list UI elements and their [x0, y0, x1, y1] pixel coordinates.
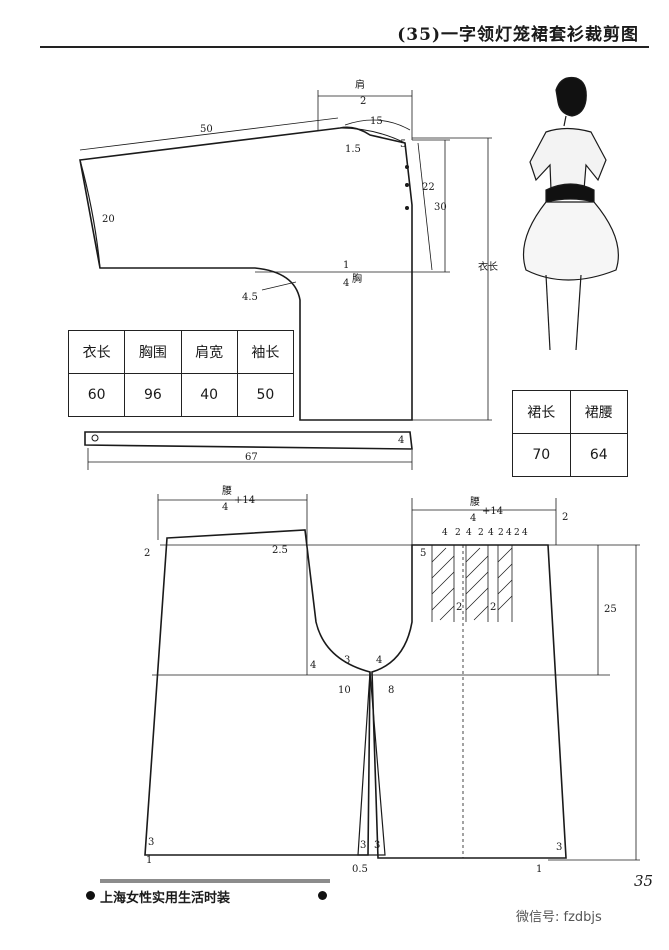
skirt-dim-5-right: 5 [420, 548, 426, 559]
belt-dim-67: 67 [245, 452, 258, 463]
table-header-cell: 袖长 [236, 330, 295, 374]
sleeve-hem-curve [79, 159, 101, 269]
dim-1-5: 1.5 [345, 144, 361, 155]
wechat-id: 微信号: fzdbjs [516, 910, 602, 925]
table-value-cell: 60 [67, 373, 126, 417]
skirt-dim-2-right-top: 2 [562, 512, 568, 523]
sleeve-length-label: 50 [200, 124, 213, 135]
footer-book-title: 上海女性实用生活时装 [100, 891, 231, 906]
table-value-cell: 40 [180, 373, 238, 417]
skirt-left-panel [144, 529, 371, 856]
skirt-dim-8: 8 [388, 685, 394, 696]
page-number: 35 [634, 872, 654, 890]
waist-left-plus: +14 [234, 495, 255, 506]
chest-num: 1 [343, 260, 349, 271]
pleat-2b: 2 [490, 602, 496, 613]
skirt-dim-3a: 3 [344, 655, 350, 666]
table-header-cell: 肩宽 [180, 330, 238, 374]
skirt-dim-2-left: 2 [144, 548, 150, 559]
chest-denom: 4 [343, 278, 349, 289]
waist-left-denom: 4 [222, 502, 228, 513]
pleat-label-5: 4 [488, 528, 494, 538]
skirt-dim-0-5: 0.5 [352, 864, 368, 875]
dim-30: 30 [434, 202, 447, 213]
dim-22: 22 [422, 182, 435, 193]
top-bodice-outline [79, 126, 413, 421]
table-header-cell: 胸围 [124, 330, 182, 374]
table-header-cell: 裙腰 [569, 390, 628, 434]
pleat-label-4: 2 [478, 528, 484, 538]
dim-20: 20 [102, 214, 115, 225]
pleat-label-2: 2 [455, 528, 461, 538]
skirt-dim-3-mid-a: 3 [360, 840, 366, 851]
table-header-cell: 衣长 [67, 330, 126, 374]
belt-outline [84, 431, 413, 450]
skirt-dim-3-mid-b: 3 [374, 840, 380, 851]
footer-bullet-left [86, 891, 95, 900]
dim-4-5: 4.5 [242, 292, 258, 303]
skirt-right-panel [371, 544, 567, 859]
table-value-cell: 96 [124, 373, 182, 417]
footer-bullet-right [318, 891, 327, 900]
top-measurement-table: 衣长 胸围 肩宽 袖长 60 96 40 50 [67, 330, 295, 417]
neckline-curve [339, 127, 406, 144]
pleat-label-8: 2 [514, 528, 520, 538]
skirt-dim-4a: 4 [310, 660, 316, 671]
pleat-label-9: 4 [522, 528, 528, 538]
waist-right-plus: +14 [482, 506, 503, 517]
skirt-dim-10: 10 [338, 685, 351, 696]
waist-left-label: 腰 [222, 485, 232, 497]
garment-length-label: 衣长 [478, 260, 498, 273]
shoulder-label: 肩 [355, 78, 365, 91]
pleat-label-1: 4 [442, 528, 448, 538]
page-title: (35)一字领灯笼裙套衫裁剪图 [397, 25, 639, 45]
table-header-cell: 裙长 [512, 390, 571, 434]
pleat-label-6: 2 [498, 528, 504, 538]
skirt-dim-4b: 4 [376, 655, 382, 666]
skirt-dim-25: 25 [604, 604, 617, 615]
table-value-cell: 50 [236, 373, 295, 417]
dim-15: 15 [370, 116, 383, 127]
chest-word: 胸 [352, 272, 362, 285]
belt-dim-4: 4 [398, 435, 404, 446]
title-rule [40, 46, 649, 48]
pleat-2a: 2 [456, 602, 462, 613]
skirt-measurement-table: 裙长 裙腰 70 64 [512, 390, 628, 477]
table-value-cell: 64 [569, 433, 628, 477]
waist-right-label: 腰 [470, 496, 480, 508]
table-value-cell: 70 [512, 433, 571, 477]
skirt-dim-1-left: 1 [146, 855, 152, 866]
skirt-dim-3-right-hem: 3 [556, 842, 562, 853]
skirt-dim-2-5: 2.5 [272, 545, 288, 556]
fashion-figure-illustration [522, 76, 619, 351]
shoulder-denom: 2 [360, 96, 366, 107]
dim-5: 5 [400, 139, 406, 150]
skirt-dim-3-left-hem: 3 [148, 837, 154, 848]
pleat-label-7: 4 [506, 528, 512, 538]
waist-right-denom: 4 [470, 513, 476, 524]
skirt-dim-1-right: 1 [536, 864, 542, 875]
pleat-label-3: 4 [466, 528, 472, 538]
